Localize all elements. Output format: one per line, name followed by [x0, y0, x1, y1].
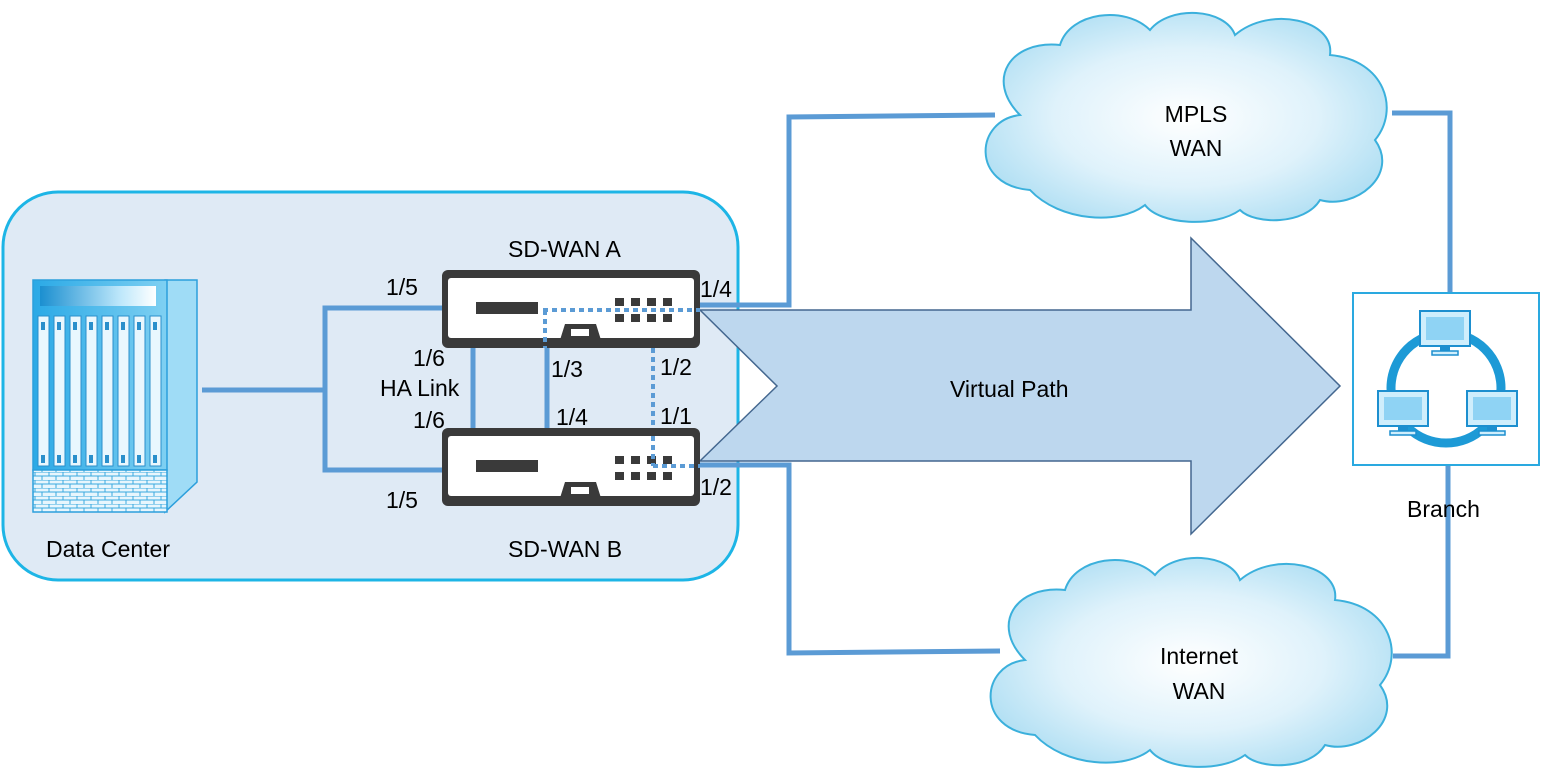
port-a-mid-label: 1/3 [551, 356, 583, 382]
port-a-down-label: 1/2 [660, 354, 692, 380]
branch-icon [1352, 292, 1540, 466]
mpls-label-line2: WAN [1169, 135, 1223, 161]
data-center-label: Data Center [46, 536, 171, 562]
sdwan-b-label: SD-WAN B [508, 536, 623, 562]
port-a-right-label: 1/4 [700, 276, 732, 302]
port-b-ha-label: 1/6 [413, 407, 445, 433]
port-b-mid-label: 1/4 [556, 404, 588, 430]
lan-links [202, 305, 550, 473]
branch-computer-right-icon [1466, 390, 1518, 436]
branch-computer-top-icon [1419, 310, 1471, 356]
port-a-ha-label: 1/6 [413, 345, 445, 371]
internet-link-right [1393, 466, 1451, 659]
sdwan-b-appliance-icon [442, 428, 700, 506]
sdwan-a-label: SD-WAN A [508, 236, 621, 262]
mpls-label-line1: MPLS [1164, 101, 1228, 127]
port-b-left-label: 1/5 [386, 487, 418, 513]
branch-label: Branch [1407, 496, 1480, 522]
internet-cloud-icon [989, 556, 1393, 768]
virtual-path-label: Virtual Path [950, 376, 1069, 402]
internet-link-left [700, 462, 1001, 656]
mpls-cloud-icon [984, 11, 1388, 223]
mpls-link-right [1392, 110, 1453, 292]
ha-link-label: HA Link [380, 375, 460, 401]
port-b-right-label: 1/2 [700, 474, 732, 500]
internet-label-line2: WAN [1172, 678, 1226, 704]
port-b-up-label: 1/1 [660, 403, 692, 429]
virtual-path-arrow [698, 236, 1342, 536]
wan-links [700, 110, 1453, 659]
data-center-server-icon [32, 279, 198, 514]
sdwan-a-appliance-icon [442, 270, 700, 348]
branch-computer-left-icon [1377, 390, 1429, 436]
mpls-link-left [700, 112, 996, 308]
internet-label-line1: Internet [1160, 643, 1238, 669]
port-a-left-label: 1/5 [386, 274, 418, 300]
